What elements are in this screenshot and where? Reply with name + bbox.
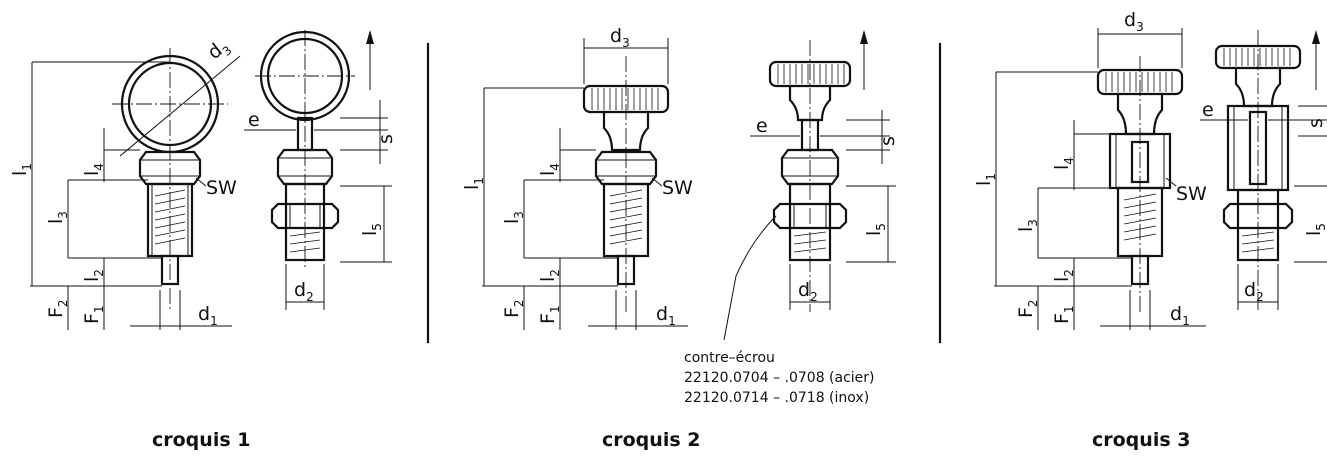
label-SW-c2: SW <box>662 177 693 199</box>
label-s-c1: s <box>375 134 397 144</box>
label-d2-c2: d2 <box>798 279 818 304</box>
croquis-1-side-view <box>244 30 392 310</box>
label-l2-c1: l2 <box>81 269 106 282</box>
croquis-3-side-view <box>1200 30 1327 312</box>
label-d1-c1: d1 <box>198 303 218 328</box>
label-SW-c1: SW <box>206 177 237 199</box>
note-line-2: 22120.0704 – .0708 (acier) <box>684 370 875 386</box>
label-F1-c1: F1 <box>81 305 106 324</box>
label-l5-c2: l5 <box>863 223 888 236</box>
label-s-c2: s <box>877 136 899 146</box>
label-l5-c3: l5 <box>1303 223 1327 236</box>
label-l1-c2: l1 <box>461 177 486 190</box>
label-d3-c2: d3 <box>610 25 630 50</box>
label-l3-c3: l3 <box>1015 219 1040 232</box>
label-l1-c1: l1 <box>9 163 34 176</box>
label-s-c3: s <box>1305 118 1327 128</box>
label-l4-c2: l4 <box>537 163 562 176</box>
caption-croquis-2: croquis 2 <box>602 429 700 451</box>
label-F2-c1: F2 <box>45 299 70 318</box>
note-line-3: 22120.0714 – .0718 (inox) <box>684 390 869 406</box>
label-d2-c3: d2 <box>1244 279 1264 304</box>
label-e-c2: e <box>756 115 768 137</box>
croquis-2-front-view <box>482 38 688 330</box>
croquis-1-front-view <box>30 48 241 330</box>
dimension-labels: d3 l1 l3 l4 l2 F2 F1 SW d1 e s l5 d2 d3 … <box>9 9 1327 328</box>
label-l2-c3: l2 <box>1051 269 1076 282</box>
caption-croquis-1: croquis 1 <box>152 429 250 451</box>
label-F1-c2: F1 <box>537 305 562 324</box>
label-l4-c1: l4 <box>81 163 106 176</box>
croquis-3-front-view <box>994 28 1206 330</box>
lock-nut-note: contre–écrou 22120.0704 – .0708 (acier) … <box>684 350 875 406</box>
label-d3-c3: d3 <box>1124 9 1144 34</box>
label-F2-c3: F2 <box>1015 299 1040 318</box>
label-d3-c1: d3 <box>204 34 235 66</box>
label-l2-c2: l2 <box>537 269 562 282</box>
label-e-c3: e <box>1202 99 1214 121</box>
label-F2-c2: F2 <box>501 299 526 318</box>
label-l5-c1: l5 <box>359 223 384 236</box>
label-F1-c3: F1 <box>1051 305 1076 324</box>
label-l4-c3: l4 <box>1051 157 1076 170</box>
note-line-1: contre–écrou <box>684 350 775 366</box>
label-d1-c2: d1 <box>656 303 676 328</box>
caption-croquis-3: croquis 3 <box>1092 429 1190 451</box>
label-d2-c1: d2 <box>294 279 314 304</box>
label-l1-c3: l1 <box>973 173 998 186</box>
label-e-c1: e <box>248 109 260 131</box>
label-d1-c3: d1 <box>1170 303 1190 328</box>
label-l3-c1: l3 <box>45 211 70 224</box>
label-SW-c3: SW <box>1176 183 1207 205</box>
label-l3-c2: l3 <box>501 211 526 224</box>
croquis-2-side-view <box>723 30 896 341</box>
